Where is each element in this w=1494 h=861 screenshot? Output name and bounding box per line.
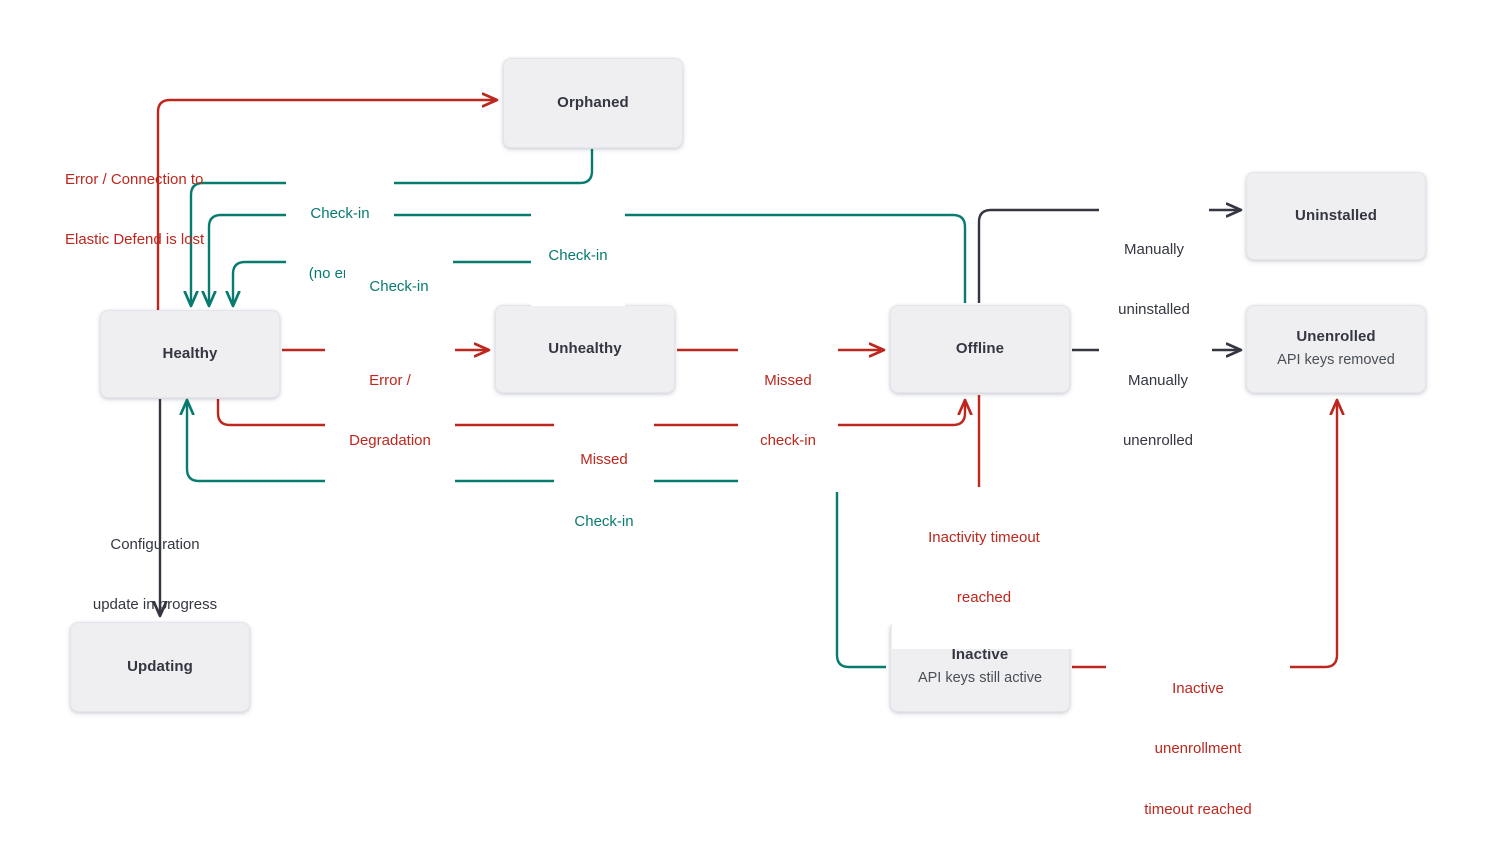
node-inactive-subtitle: API keys still active	[917, 670, 1043, 687]
node-uninstalled[interactable]: Uninstalled	[1246, 172, 1426, 260]
node-updating-title: Updating	[127, 657, 193, 675]
edge-label-line-2: Degradation	[349, 432, 431, 450]
node-inactive-title: Inactive	[951, 645, 1009, 663]
edge-label-line-1: Inactivity timeout	[928, 528, 1040, 546]
edge-label-offline-to-inactive: Inactivity timeout reached	[892, 487, 1076, 649]
node-unhealthy[interactable]: Unhealthy	[495, 305, 675, 393]
node-orphaned-title: Orphaned	[557, 93, 629, 111]
edge-label-offline-to-healthy: Check-in	[531, 205, 625, 307]
edge-label-line-1: Manually	[1123, 240, 1185, 258]
node-orphaned[interactable]: Orphaned	[503, 58, 683, 148]
edge-label-line-1: Error /	[369, 371, 411, 389]
edge-label-line-1: Error / Connection to	[65, 170, 204, 188]
edge-label-line-1: Inactive	[1172, 679, 1224, 697]
edge-label-line-3: timeout reached	[1144, 801, 1252, 818]
edge-healthy-to-orphaned	[156, 100, 497, 312]
edge-offline-to-uninstalled	[977, 210, 1241, 303]
edge-label-line-1: Check-in	[310, 204, 370, 222]
edge-inactive-to-unenrolled	[1072, 400, 1337, 669]
edge-label-line-2: Elastic Defend is lost	[65, 231, 205, 249]
edge-label-line-1: Missed	[764, 371, 812, 389]
edge-label-offline-to-unenrolled: Manually unenrolled	[1104, 330, 1212, 492]
edge-label-line-2: check-in	[760, 432, 816, 450]
edge-label-line-1: Configuration	[110, 535, 200, 553]
edge-label-healthy-to-orphaned: Error / Connection to Elastic Defend is …	[65, 129, 204, 291]
state-diagram-canvas: Orphaned Healthy Unhealthy Offline Unins…	[65, 58, 1426, 818]
edge-label-line-2: unenrolled	[1122, 432, 1194, 450]
edge-label-line-1: Check-in	[548, 246, 608, 264]
node-healthy[interactable]: Healthy	[100, 310, 280, 398]
edge-label-inactive-to-healthy: Check-in	[557, 471, 651, 573]
edge-label-line-1: Manually	[1127, 371, 1189, 389]
edge-label-line-1: Check-in	[369, 277, 429, 295]
node-unenrolled-title: Unenrolled	[1296, 327, 1376, 345]
edge-label-line-2: uninstalled	[1118, 301, 1190, 319]
node-updating[interactable]: Updating	[70, 622, 250, 712]
edge-label-inactive-to-unenrolled: Inactive unenrollment timeout reached	[1106, 638, 1290, 861]
node-uninstalled-title: Uninstalled	[1295, 206, 1377, 224]
edge-label-line-2: unenrollment	[1154, 740, 1242, 758]
edge-label-unhealthy-to-offline: Missed check-in	[738, 330, 838, 492]
node-offline-title: Offline	[955, 339, 1005, 357]
edge-label-line-1: Missed	[580, 450, 628, 468]
node-unenrolled[interactable]: Unenrolled API keys removed	[1246, 305, 1426, 393]
node-healthy-title: Healthy	[162, 344, 218, 362]
node-unhealthy-title: Unhealthy	[548, 339, 622, 357]
edge-label-healthy-to-unhealthy: Error / Degradation	[325, 330, 455, 492]
edge-label-line-2: update in progress	[92, 596, 218, 614]
edge-label-line-1: Check-in	[574, 512, 634, 530]
edge-label-healthy-to-updating: Configuration update in progress	[72, 494, 238, 656]
edge-label-line-2: reached	[956, 589, 1012, 607]
node-offline[interactable]: Offline	[890, 305, 1070, 393]
node-unenrolled-subtitle: API keys removed	[1277, 352, 1395, 369]
